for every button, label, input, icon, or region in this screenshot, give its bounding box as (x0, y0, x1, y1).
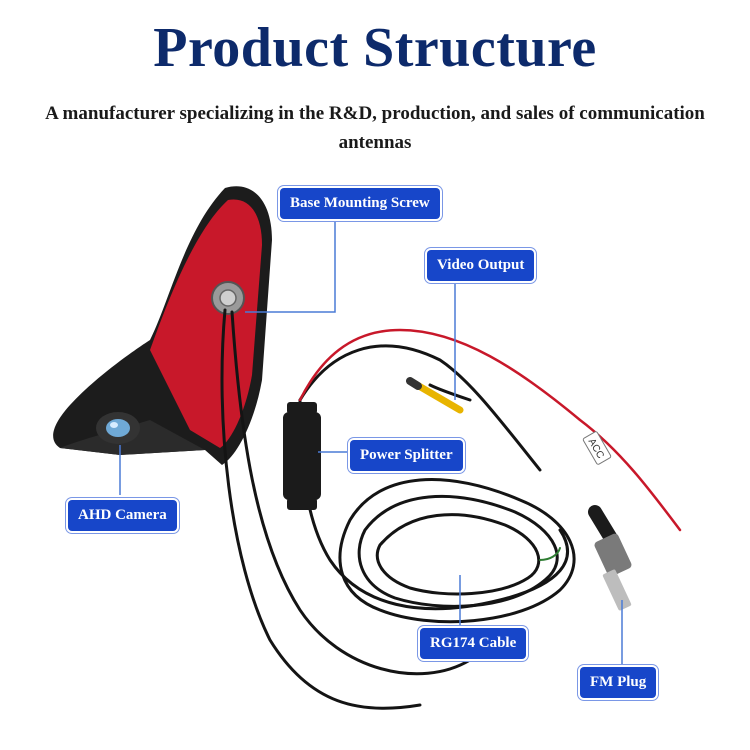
camera-housing (53, 186, 272, 465)
label-power-splitter: Power Splitter (350, 440, 463, 471)
label-fm-plug: FM Plug (580, 667, 657, 698)
label-ahd-camera: AHD Camera (68, 500, 177, 531)
page-title: Product Structure (153, 17, 597, 79)
leader-lines (119, 215, 623, 665)
label-rg174-cable: RG174 Cable (420, 628, 527, 659)
video-output-connector (406, 377, 464, 414)
fm-plug (588, 505, 632, 611)
label-video-output: Video Output (427, 250, 535, 281)
mounting-screw (211, 281, 245, 315)
power-splitter-body (283, 402, 321, 510)
page-subtitle: A manufacturer specializing in the R&D, … (45, 103, 705, 153)
acc-tag: ACC (582, 431, 612, 465)
label-base-mounting-screw: Base Mounting Screw (280, 188, 440, 219)
